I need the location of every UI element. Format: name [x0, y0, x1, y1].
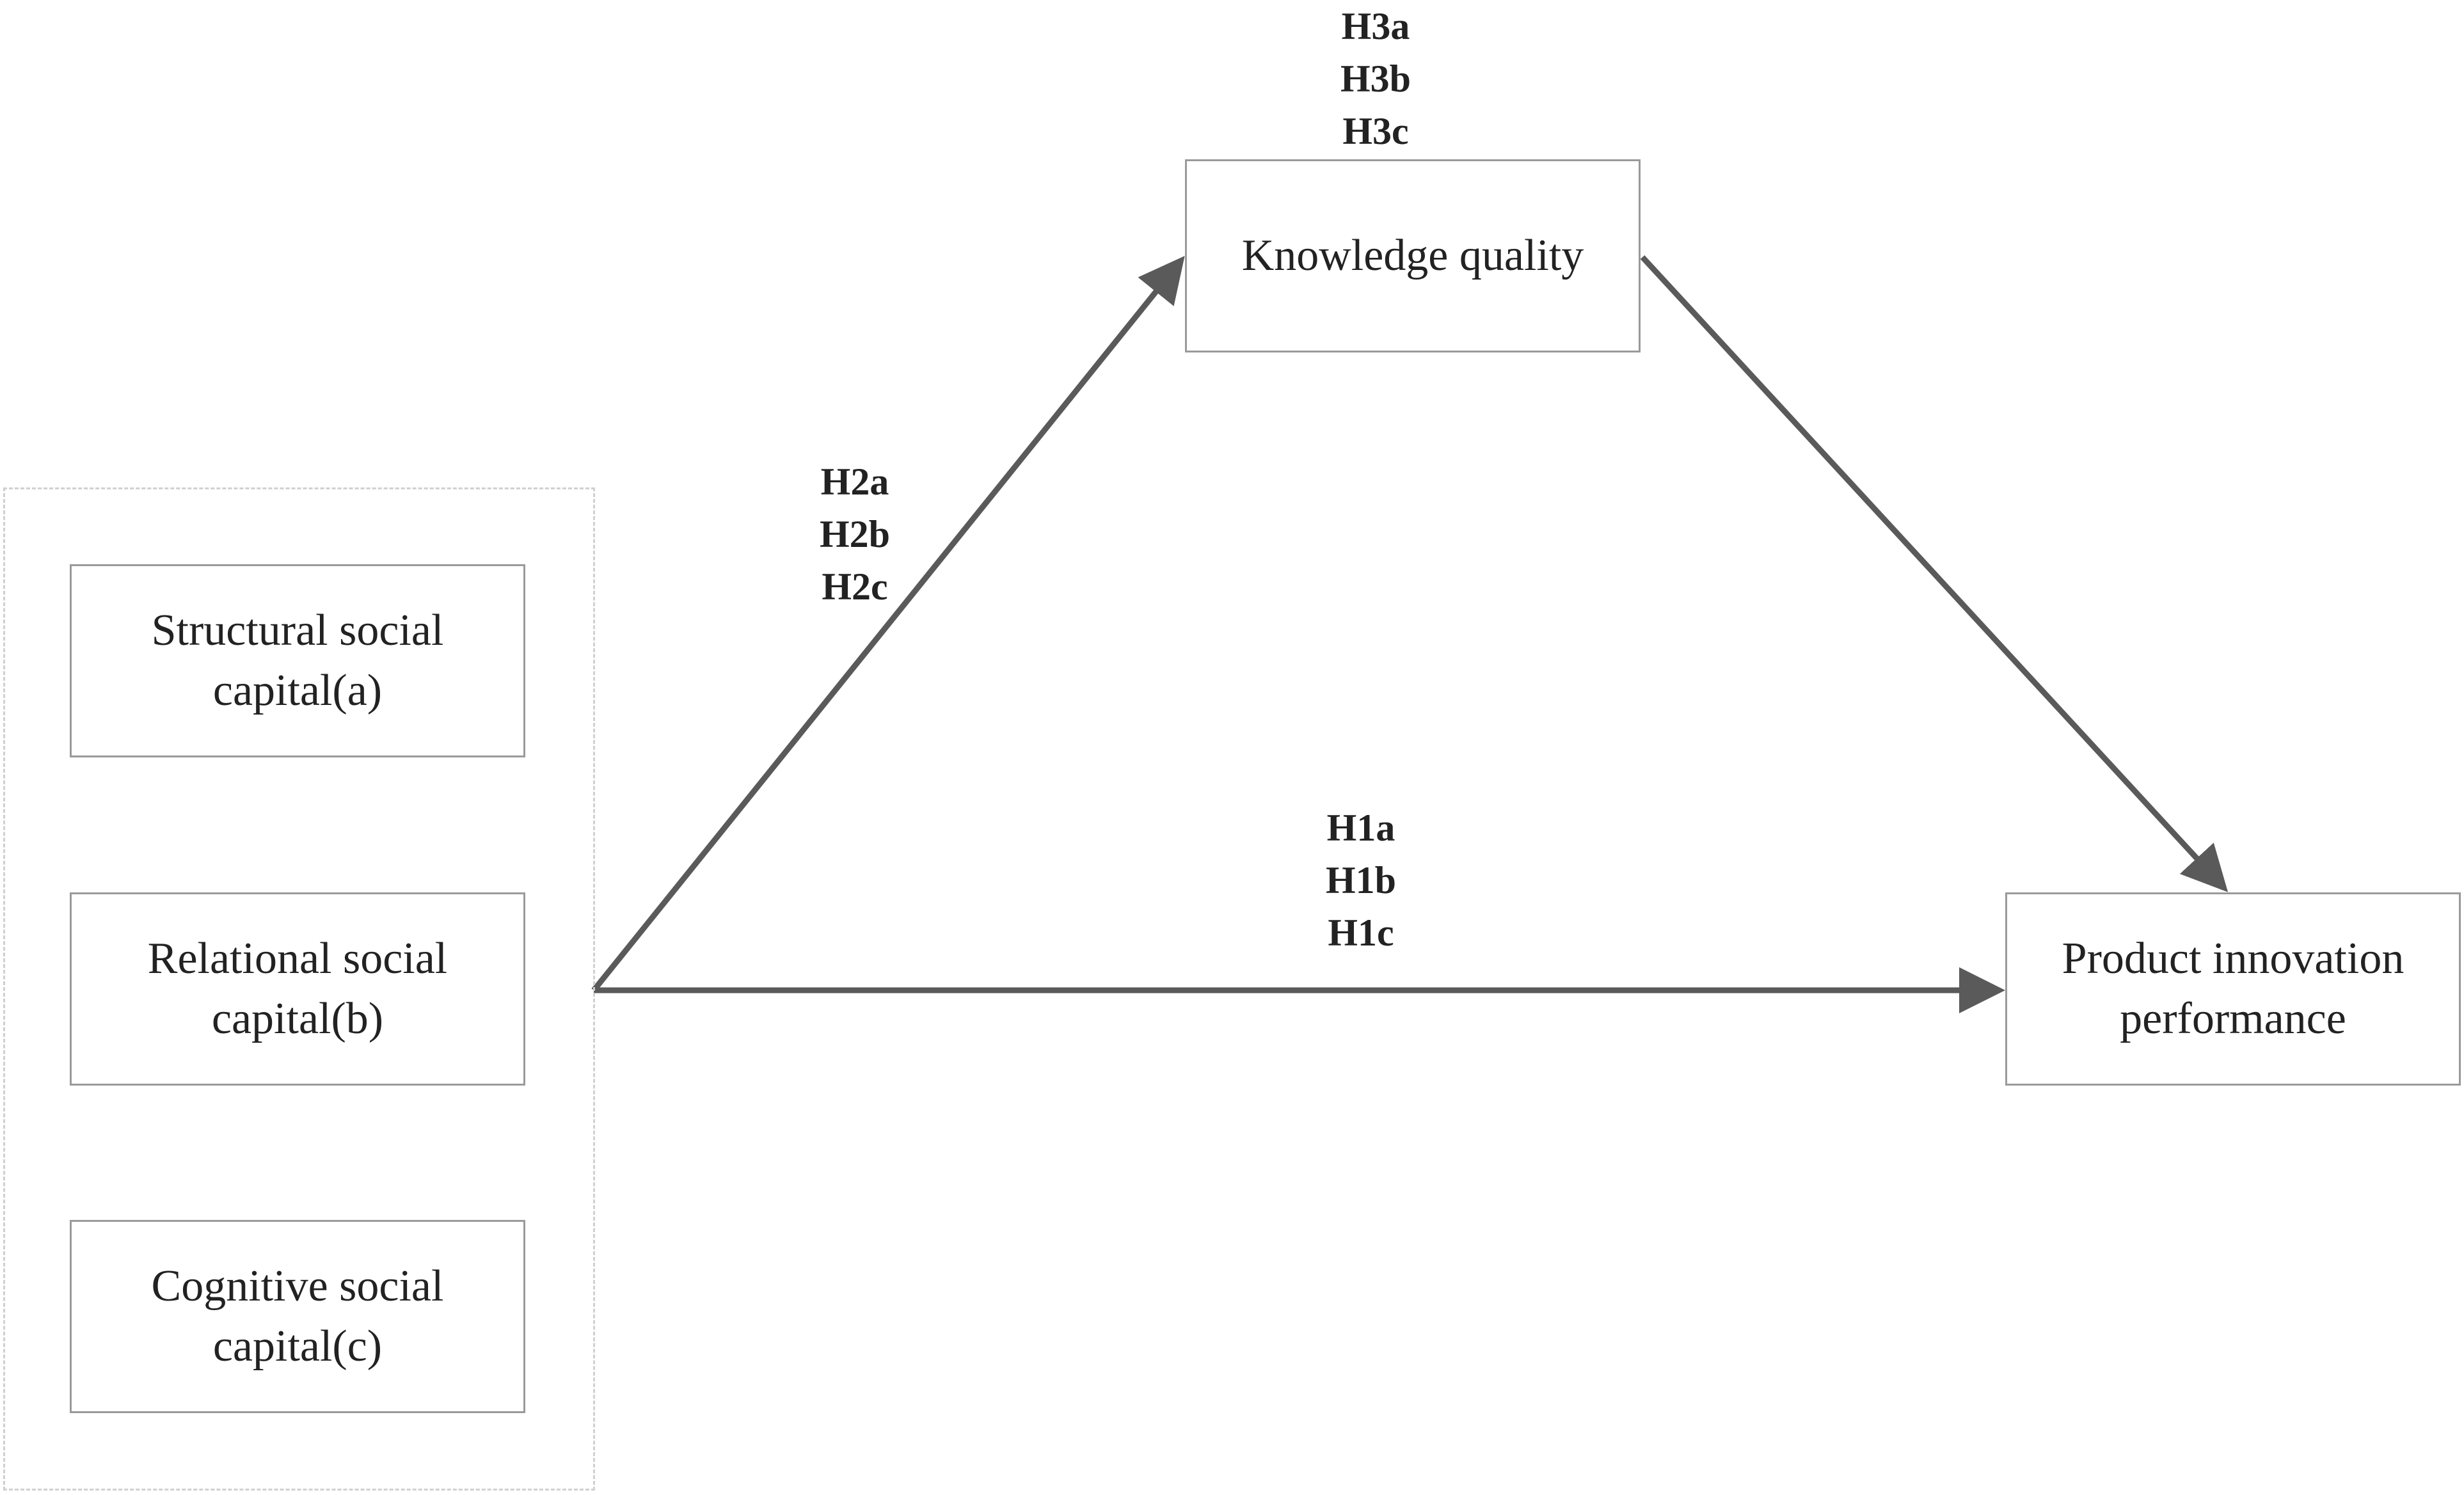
label-h2: H2a H2b H2c	[819, 461, 891, 608]
label-h1: H1a H1b H1c	[1325, 807, 1397, 954]
social-capital-group	[3, 487, 595, 1491]
node-cognitive-social-capital: Cognitive social capital(c)	[70, 1220, 525, 1413]
arrow-social-capital-to-knowledge-quality	[591, 255, 1185, 992]
node-knowledge-quality: Knowledge quality	[1185, 159, 1641, 352]
node-relational-social-capital: Relational social capital(b)	[70, 892, 525, 1086]
arrow-knowledge-quality-to-product-innovation	[1640, 255, 2229, 892]
node-product-innovation-performance: Product innovation performance	[2005, 892, 2461, 1086]
node-structural-social-capital: Structural social capital(a)	[70, 564, 525, 757]
label-h3: H3a H3b H3c	[1340, 5, 1411, 152]
